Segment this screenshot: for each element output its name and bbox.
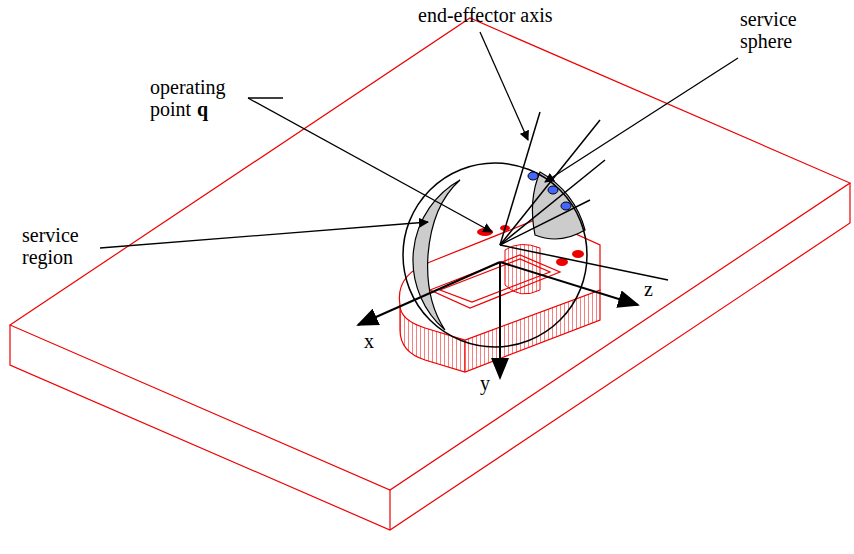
axis-name: x (364, 330, 384, 352)
point-symbol: q (197, 98, 217, 120)
end-effector-axes (500, 112, 668, 280)
axis-name: z (644, 278, 664, 300)
axis-label: end-effector axis (418, 4, 618, 26)
region-label: service region (22, 224, 98, 268)
sphere-label: service sphere (740, 8, 820, 52)
coordinate-axes (358, 262, 638, 378)
point-label: operating point (150, 76, 240, 120)
base-plate (10, 18, 850, 530)
service-sphere (403, 163, 587, 347)
axis-dots (528, 172, 571, 210)
leader-lines (100, 32, 738, 248)
axis-name: y (480, 372, 500, 394)
